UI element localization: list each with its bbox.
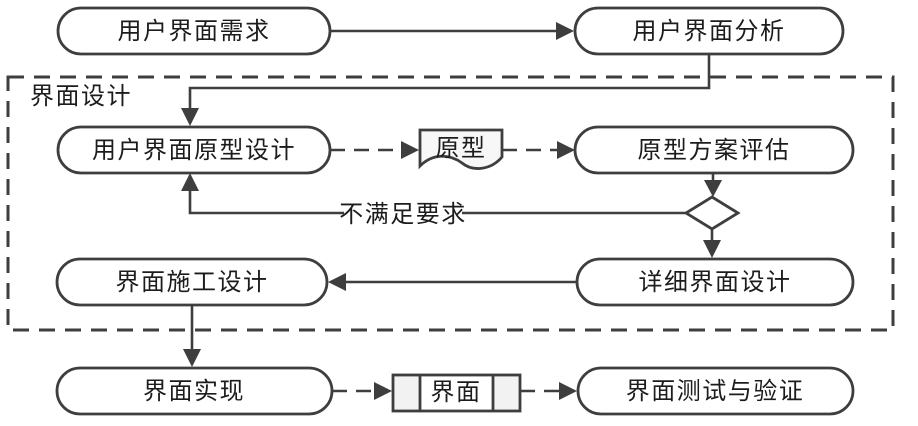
- node-construction-design: 界面施工设计: [55, 257, 329, 307]
- document-prototype-shape: [418, 128, 504, 170]
- node-requirements-shape: [56, 6, 332, 56]
- arrowhead-feedback-up: [181, 173, 199, 191]
- predefined-process-interface: 界面: [391, 373, 522, 413]
- node-construction-design-shape: [55, 257, 329, 307]
- node-requirements: 用户界面需求: [56, 6, 332, 56]
- node-evaluation-shape: [573, 125, 855, 175]
- node-prototype-design-shape: [56, 125, 332, 175]
- node-detailed-design-shape: [575, 257, 855, 307]
- node-implementation: 界面实现: [55, 366, 334, 416]
- predefined-process-label: 界面: [431, 380, 482, 406]
- design-group-frame: [6, 75, 895, 332]
- arrowhead-to-evaluation: [557, 141, 575, 159]
- node-evaluation: 原型方案评估: [573, 125, 855, 175]
- node-requirements-label: 用户界面需求: [118, 18, 271, 45]
- arrowhead-to-construction-design: [328, 273, 346, 291]
- predefined-left-cell: [393, 375, 420, 411]
- node-prototype-design: 用户界面原型设计: [56, 125, 332, 175]
- node-detailed-design-label: 详细界面设计: [639, 269, 792, 296]
- decision-diamond: [683, 195, 741, 231]
- node-testing-label: 界面测试与验证: [626, 378, 805, 405]
- edge-analysis-to-prototype-design: [188, 54, 711, 108]
- node-analysis-shape: [573, 6, 845, 56]
- node-testing-shape: [576, 366, 855, 416]
- document-prototype: 原型: [418, 128, 504, 170]
- node-evaluation-label: 原型方案评估: [638, 137, 791, 164]
- edge-decision-feedback-to-prototype-design: [188, 191, 686, 215]
- arrowhead-to-implementation: [183, 349, 201, 367]
- arrowhead-to-testing: [559, 382, 577, 400]
- arrowhead-to-decision: [704, 180, 722, 197]
- predefined-right-cell: [493, 375, 520, 411]
- arrowhead-to-doc: [401, 141, 419, 159]
- node-testing: 界面测试与验证: [576, 366, 855, 416]
- arrowhead-to-analysis: [556, 22, 574, 40]
- feedback-label: 不满足要求: [339, 201, 467, 228]
- node-detailed-design: 详细界面设计: [575, 257, 855, 307]
- predefined-outer-rect: [391, 373, 522, 413]
- arrowhead-to-detailed-design: [703, 240, 721, 258]
- node-construction-design-label: 界面施工设计: [116, 269, 269, 296]
- node-analysis: 用户界面分析: [573, 6, 845, 56]
- arrowhead-to-prototype-design: [181, 108, 199, 126]
- node-implementation-label: 界面实现: [143, 378, 245, 405]
- node-prototype-design-label: 用户界面原型设计: [92, 137, 296, 164]
- node-implementation-shape: [55, 366, 334, 416]
- arrowhead-to-interface: [374, 382, 392, 400]
- design-group-label: 界面设计: [30, 83, 132, 110]
- document-prototype-label: 原型: [436, 135, 487, 162]
- feedback-label-mask: [344, 199, 462, 227]
- edges: [181, 22, 722, 400]
- node-analysis-label: 用户界面分析: [633, 18, 786, 45]
